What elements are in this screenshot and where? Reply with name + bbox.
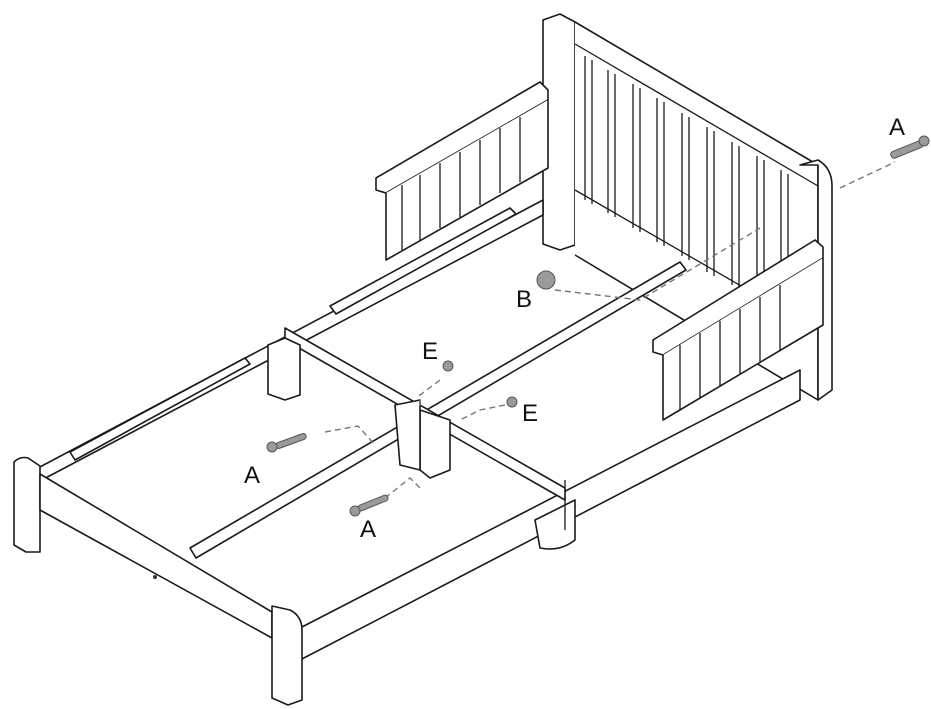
- label-a-headboard: A: [889, 114, 906, 141]
- label-e-upper: E: [422, 338, 439, 365]
- label-e-lower: E: [522, 400, 539, 427]
- bolt-icon: [275, 433, 307, 449]
- footboard: [13, 456, 303, 706]
- label-a-lower: A: [360, 516, 377, 543]
- bolt-icon: [890, 140, 924, 159]
- bolt-icon: [357, 494, 389, 512]
- center-support: [189, 261, 687, 559]
- side-rail-right: [299, 369, 801, 661]
- cap-icon: [442, 360, 454, 372]
- assembly-guides: [324, 161, 896, 499]
- guard-rail-left: [375, 81, 549, 261]
- label-b: B: [516, 286, 533, 313]
- guard-rail-right: [652, 239, 824, 421]
- hardware-parts: [266, 135, 930, 517]
- barrel-nut-icon: [536, 270, 556, 290]
- label-a-left: A: [244, 462, 261, 489]
- cap-icon: [506, 396, 518, 408]
